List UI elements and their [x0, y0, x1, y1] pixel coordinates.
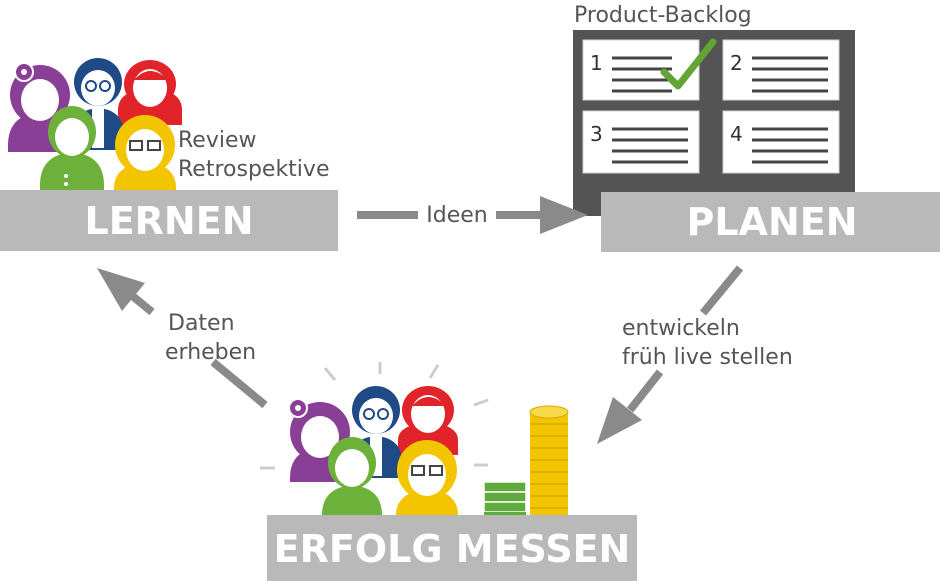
- backlog-card-2: 2: [722, 39, 840, 101]
- arrow-develop-label-1: entwickeln: [622, 316, 740, 341]
- person-green-icon: [40, 106, 104, 190]
- arrow-data: Daten erheben: [97, 268, 268, 409]
- arrow-ideas-label: Ideen: [426, 203, 487, 228]
- card-number: 3: [590, 122, 603, 146]
- check-icon: [660, 38, 717, 90]
- person-yellow-icon: [114, 115, 176, 190]
- backlog-card-1: 1: [582, 38, 717, 101]
- card-number: 1: [590, 51, 603, 75]
- arrow-develop: entwickeln früh live stellen: [597, 265, 793, 444]
- arrowhead-icon: [97, 268, 145, 311]
- stage-measure-bar: [267, 515, 637, 581]
- product-backlog: Product-Backlog 1 2 3: [573, 3, 855, 216]
- stage-learn-bar: [0, 190, 338, 251]
- stage-learn-label: LERNEN: [85, 199, 254, 243]
- learn-note-retro: Retrospektive: [178, 157, 329, 182]
- arrowhead-icon: [597, 397, 642, 444]
- card-number: 2: [730, 51, 743, 75]
- arrow-ideas: Ideen: [357, 196, 588, 234]
- burst-lines-icon: [260, 362, 489, 470]
- backlog-card-3: 3: [582, 110, 700, 174]
- backlog-card-4: 4: [722, 110, 840, 174]
- money-stack-icon: [483, 481, 527, 515]
- person-purple-icon: [8, 62, 72, 152]
- stage-measure-label: ERFOLG MESSEN: [274, 527, 631, 571]
- card-number: 4: [730, 122, 743, 146]
- learn-note-review: Review: [178, 128, 257, 153]
- arrow-develop-label-2: früh live stellen: [622, 345, 793, 370]
- stage-learn: LERNEN: [0, 190, 338, 251]
- stage-plan-label: PLANEN: [686, 200, 857, 244]
- person-red-icon: [118, 60, 182, 125]
- team-icon: [8, 58, 182, 190]
- coin-stack-icon: [529, 405, 569, 515]
- stage-plan: PLANEN: [601, 192, 940, 252]
- stage-plan-bar: [601, 192, 940, 252]
- stage-measure: ERFOLG MESSEN: [267, 515, 637, 581]
- arrowhead-icon: [540, 196, 588, 234]
- arrow-data-label-1: Daten: [168, 311, 235, 336]
- celebrating-team-icon: [260, 362, 569, 515]
- arrow-data-label-2: erheben: [165, 340, 256, 365]
- backlog-title: Product-Backlog: [574, 3, 752, 28]
